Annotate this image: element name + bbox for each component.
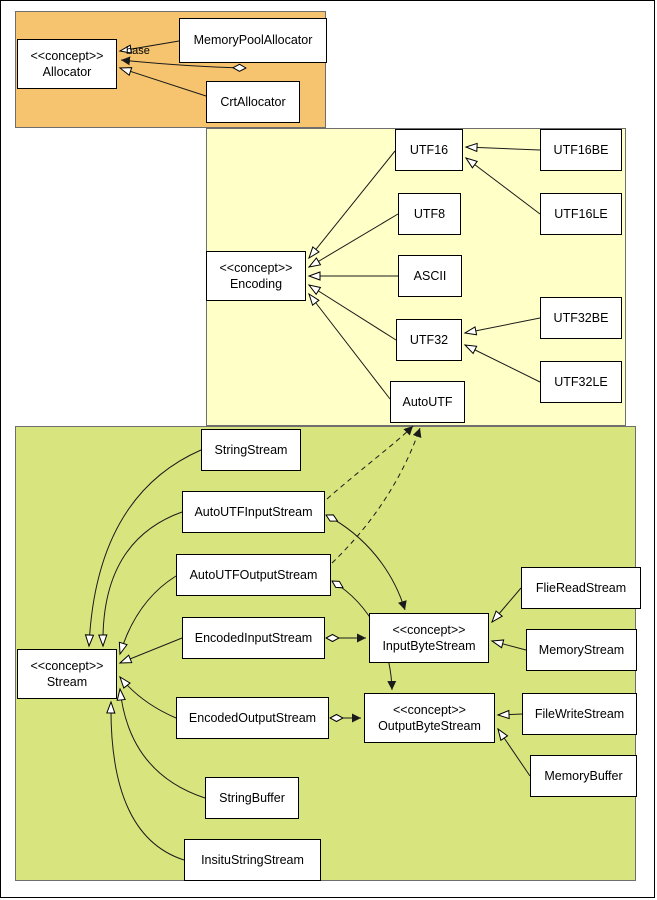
node-memorystream: MemoryStream	[526, 629, 637, 671]
node-inputbytestream-concept: <<concept>> InputByteStream	[369, 613, 489, 663]
encoding-stereotype: <<concept>>	[219, 260, 293, 275]
node-utf32: UTF32	[396, 319, 462, 361]
edge-autoutfoutputstream-to-stream	[118, 575, 177, 656]
edge-utf16-to-encoding	[308, 150, 396, 260]
edge-stringbuffer-to-stream	[116, 687, 206, 799]
edge-autoutfinputstream-to-stream	[98, 511, 183, 648]
node-insitustringstream: InsituStringStream	[184, 839, 321, 881]
edge-memorybuffer-to-outputbytestream	[497, 727, 531, 777]
edge-memorystream-to-inputbytestream	[490, 639, 527, 651]
node-outputbytestream-concept: <<concept>> OutputByteStream	[364, 693, 495, 743]
node-utf16: UTF16	[395, 129, 463, 171]
encoding-name: Encoding	[229, 277, 283, 291]
inputbytestream-stereotype: <<concept>>	[392, 622, 466, 637]
node-stringstream: StringStream	[201, 429, 301, 471]
node-autoutfoutputstream: AutoUTFOutputStream	[176, 554, 331, 596]
node-encodedinputstream: EncodedInputStream	[182, 617, 325, 659]
edge-utf16le-to-utf16	[464, 157, 541, 215]
edge-utf8-to-encoding	[307, 213, 399, 268]
edge-crtallocator-to-allocator	[118, 67, 207, 97]
edge-utf32-to-encoding	[307, 284, 397, 341]
edge-label-base: base	[126, 45, 150, 57]
edge-stringstream-to-stream	[84, 449, 202, 648]
outputbytestream-stereotype: <<concept>>	[393, 702, 466, 717]
stream-name: Stream	[46, 675, 88, 689]
edge-autoutf-to-encoding	[308, 292, 391, 400]
node-autoutf: AutoUTF	[390, 381, 465, 423]
edge-autoutfinputstream-aggregates-inputbytestream	[326, 515, 405, 611]
node-stringbuffer: StringBuffer	[205, 777, 299, 819]
edge-utf16be-to-utf16	[464, 142, 541, 153]
node-memorybuffer: MemoryBuffer	[530, 755, 637, 797]
inputbytestream-name: InputByteStream	[382, 639, 476, 653]
node-crtallocator: CrtAllocator	[206, 81, 300, 123]
node-filewritestream: FileWriteStream	[522, 693, 637, 735]
node-stream-concept: <<concept>> Stream	[17, 649, 117, 699]
node-autoutfinputstream: AutoUTFInputStream	[182, 491, 325, 533]
stream-stereotype: <<concept>>	[30, 658, 104, 673]
edge-utf32le-to-utf32	[463, 344, 541, 383]
edge-insitustringstream-to-stream	[106, 700, 185, 861]
edge-fliereadstream-to-inputbytestream	[491, 587, 522, 624]
edge-autoutfoutputstream-depends-autoutf	[331, 427, 422, 564]
node-memorypoolallocator: MemoryPoolAllocator	[179, 18, 327, 63]
node-utf8: UTF8	[398, 193, 461, 235]
edge-encodedinputstream-to-stream	[118, 637, 183, 664]
node-utf32be: UTF32BE	[540, 297, 622, 339]
node-encodedoutputstream: EncodedOutputStream	[176, 697, 329, 739]
allocator-stereotype: <<concept>>	[30, 48, 104, 63]
edge-autoutfinputstream-depends-autoutf	[326, 425, 414, 500]
node-allocator-concept: <<concept>> Allocator	[17, 39, 117, 89]
node-utf32le: UTF32LE	[540, 361, 622, 403]
node-fliereadstream: FlieReadStream	[521, 567, 641, 609]
edge-base-aggregation-to-allocator	[120, 60, 246, 68]
outputbytestream-name: OutputByteStream	[378, 719, 481, 733]
node-utf16be: UTF16BE	[540, 129, 622, 171]
edge-utf32be-to-utf32	[463, 317, 541, 336]
node-ascii: ASCII	[398, 255, 462, 297]
node-utf16le: UTF16LE	[540, 193, 622, 235]
edge-encodedoutputstream-to-stream	[119, 675, 177, 719]
allocator-name: Allocator	[42, 65, 92, 79]
edge-filewritestream-to-outputbytestream	[496, 709, 523, 720]
edge-memorypoolallocator-to-allocator	[118, 40, 180, 54]
node-encoding-concept: <<concept>> Encoding	[206, 251, 306, 301]
